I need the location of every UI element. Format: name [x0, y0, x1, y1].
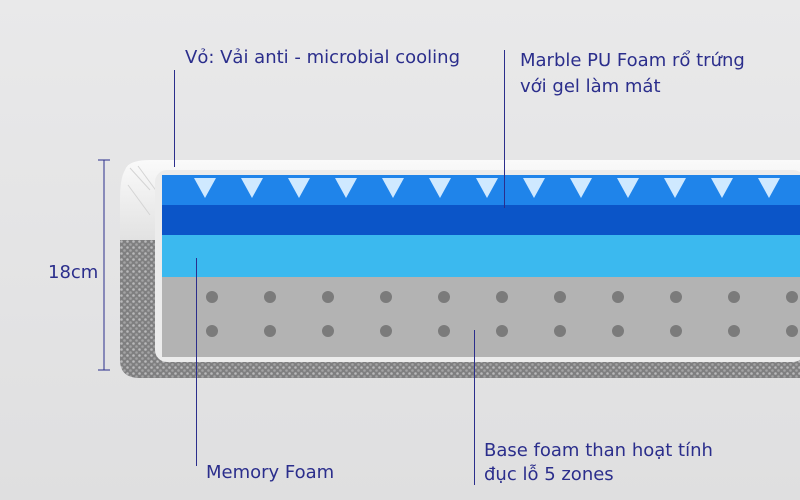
perforation-hole [380, 325, 392, 337]
egg-crate-peak [241, 178, 263, 198]
perforation-hole [612, 291, 624, 303]
perforation-hole [322, 325, 334, 337]
perforation-hole [670, 291, 682, 303]
perforation-hole [264, 291, 276, 303]
marble-leader-line [504, 50, 505, 208]
egg-crate-peak [382, 178, 404, 198]
egg-crate-peak [664, 178, 686, 198]
base-foam-perforations [206, 291, 798, 337]
cover-leader-line [174, 70, 175, 167]
egg-crate-peak [429, 178, 451, 198]
height-label: 18cm [48, 262, 99, 283]
perforation-hole [438, 325, 450, 337]
perforation-hole [264, 325, 276, 337]
perforation-hole [380, 291, 392, 303]
base-foam-layer [162, 277, 800, 357]
egg-crate-peak [194, 178, 216, 198]
perforation-hole [206, 291, 218, 303]
perforation-hole [728, 325, 740, 337]
base-label-line1: Base foam than hoạt tính [484, 440, 713, 461]
cover-label: Vỏ: Vải anti - microbial cooling [185, 47, 461, 68]
perforation-hole [612, 325, 624, 337]
egg-crate-peak [523, 178, 545, 198]
egg-crate-peak [335, 178, 357, 198]
egg-crate-peak [288, 178, 310, 198]
egg-crate-peak [617, 178, 639, 198]
perforation-hole [670, 325, 682, 337]
perforation-hole [786, 325, 798, 337]
base-leader-line [474, 330, 475, 485]
perforation-hole [438, 291, 450, 303]
memory-leader-line [196, 258, 197, 466]
perforation-hole [322, 291, 334, 303]
perforation-hole [554, 325, 566, 337]
egg-crate-peak [570, 178, 592, 198]
perforation-hole [554, 291, 566, 303]
perforation-hole [728, 291, 740, 303]
perforation-hole [786, 291, 798, 303]
marble-label-line2: với gel làm mát [520, 76, 661, 97]
dark-blue-layer [162, 205, 800, 235]
memory-foam-label: Memory Foam [206, 462, 335, 483]
perforation-hole [496, 291, 508, 303]
egg-crate-triangles [194, 178, 780, 198]
marble-label-line1: Marble PU Foam rổ trứng [520, 50, 745, 71]
egg-crate-peak [758, 178, 780, 198]
base-label-line2: đục lỗ 5 zones [484, 464, 614, 485]
egg-crate-peak [476, 178, 498, 198]
perforation-hole [206, 325, 218, 337]
perforation-hole [496, 325, 508, 337]
memory-foam-layer [162, 235, 800, 277]
egg-crate-peak [711, 178, 733, 198]
